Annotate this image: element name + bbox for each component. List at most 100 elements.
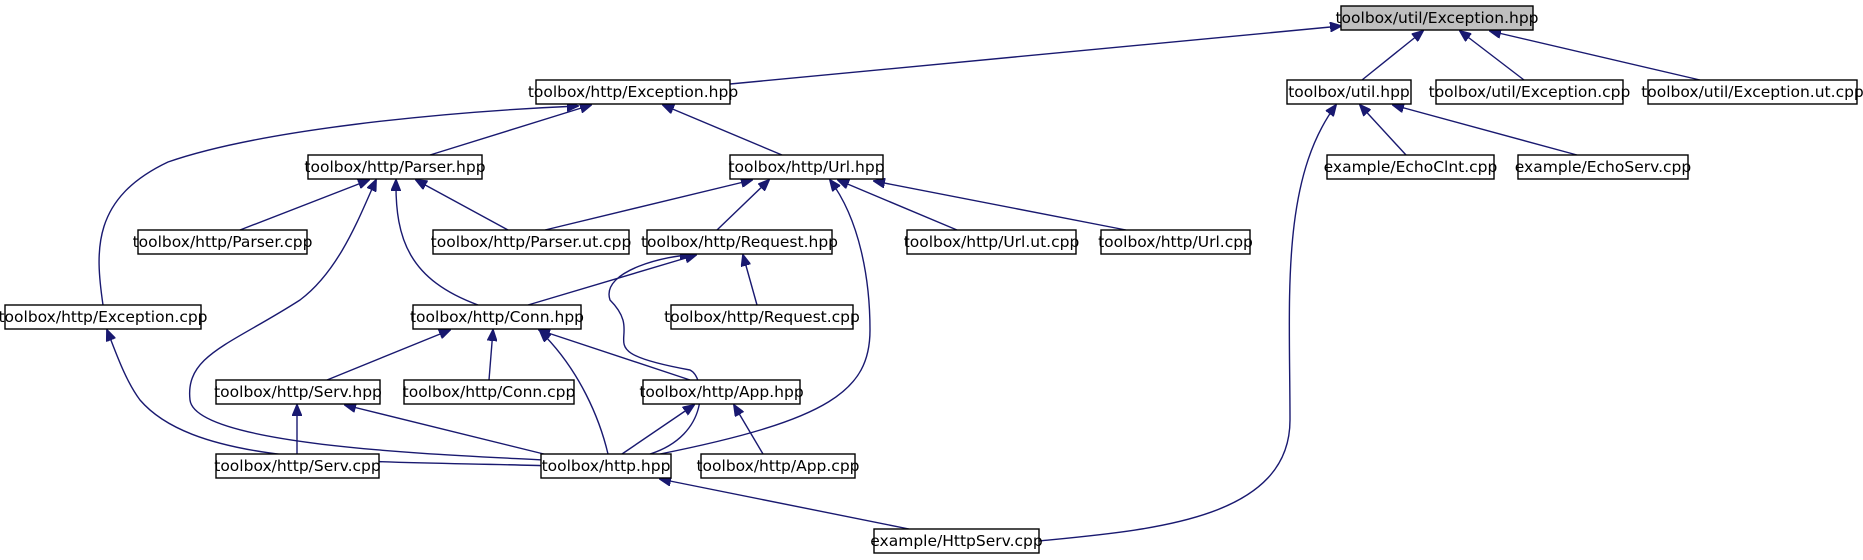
node-label: toolbox/http/Request.hpp — [641, 233, 838, 251]
node-box — [4, 304, 202, 330]
node-serv-hpp[interactable]: toolbox/http/Serv.hpp — [214, 379, 382, 405]
node-util-hpp[interactable]: toolbox/util.hpp — [1286, 79, 1412, 105]
node-http-hpp[interactable]: toolbox/http.hpp — [540, 453, 672, 479]
edge-url_hpp-to-http_exc_hpp — [663, 105, 783, 156]
edge-request_cpp-to-request_hpp — [743, 255, 758, 306]
node-label: toolbox/http/App.hpp — [639, 383, 803, 401]
edge-layer — [98, 26, 1701, 542]
node-http-exc-hpp[interactable]: toolbox/http/Exception.hpp — [528, 79, 738, 105]
node-layer: toolbox/util/Exception.hpp toolbox/http/E… — [0, 5, 1863, 554]
node-url-ut[interactable]: toolbox/http/Url.ut.cpp — [904, 229, 1080, 255]
node-box — [432, 229, 630, 255]
edge-http_exc_hpp-to-util_exc_hpp — [729, 26, 1341, 85]
edge-http_hpp-to-serv_hpp — [345, 405, 561, 459]
edge-util_exc_cpp-to-util_exc_hpp — [1460, 31, 1525, 81]
edge-httpserv-to-http_hpp — [660, 479, 910, 530]
node-label: toolbox/http/Exception.cpp — [0, 308, 208, 326]
node-box — [1647, 79, 1858, 105]
node-label: toolbox/http/Url.hpp — [728, 158, 884, 176]
node-box — [646, 229, 833, 255]
node-box — [540, 453, 672, 479]
edge-serv_hpp-to-conn_hpp — [326, 330, 450, 381]
edge-parser_hpp-to-http_exc_hpp — [429, 105, 591, 156]
node-box — [1326, 154, 1495, 180]
node-label: toolbox/http.hpp — [542, 457, 671, 475]
node-request-cpp[interactable]: toolbox/http/Request.cpp — [664, 304, 860, 330]
node-box — [535, 79, 731, 105]
node-label: toolbox/util/Exception.hpp — [1335, 9, 1538, 27]
node-httpserv[interactable]: example/HttpServ.cpp — [870, 528, 1043, 554]
node-box — [412, 304, 582, 330]
node-box — [307, 154, 483, 180]
node-label: toolbox/util/Exception.cpp — [1429, 83, 1631, 101]
node-url-cpp[interactable]: toolbox/http/Url.cpp — [1098, 229, 1253, 255]
node-label: example/HttpServ.cpp — [870, 532, 1042, 550]
edge-http_hpp-to-http_exc_cpp — [107, 330, 554, 467]
edge-conn_cpp-to-conn_hpp — [489, 330, 493, 381]
node-box — [403, 379, 575, 405]
edge-app_hpp-to-conn_hpp — [539, 330, 691, 381]
node-label: toolbox/http/Url.ut.cpp — [904, 233, 1080, 251]
node-label: toolbox/util.hpp — [1288, 83, 1410, 101]
node-box — [1517, 154, 1689, 180]
node-util-exc-cpp[interactable]: toolbox/util/Exception.cpp — [1429, 79, 1631, 105]
node-label: example/EchoClnt.cpp — [1324, 158, 1498, 176]
node-label: toolbox/http/Exception.hpp — [528, 83, 738, 101]
node-app-cpp[interactable]: toolbox/http/App.cpp — [696, 453, 860, 479]
node-box — [215, 379, 381, 405]
node-app-hpp[interactable]: toolbox/http/App.hpp — [639, 379, 804, 405]
node-box — [873, 528, 1040, 554]
node-box — [1286, 79, 1412, 105]
edge-echoclnt-to-util_hpp — [1360, 105, 1407, 156]
node-box — [1435, 79, 1624, 105]
node-label: toolbox/http/Serv.cpp — [214, 457, 380, 475]
node-box — [1340, 5, 1534, 31]
node-echoclnt[interactable]: example/EchoClnt.cpp — [1324, 154, 1498, 180]
node-box — [1100, 229, 1251, 255]
node-echoserv[interactable]: example/EchoServ.cpp — [1515, 154, 1691, 180]
edge-parser_cpp-to-parser_hpp — [239, 180, 369, 231]
node-box — [137, 229, 308, 255]
node-parser-hpp[interactable]: toolbox/http/Parser.hpp — [304, 154, 486, 180]
node-label: toolbox/http/Conn.cpp — [403, 383, 576, 401]
edge-url_cpp-to-url_hpp — [874, 181, 1127, 231]
node-util-exc-ut[interactable]: toolbox/util/Exception.ut.cpp — [1641, 79, 1863, 105]
node-label: toolbox/http/Serv.hpp — [214, 383, 382, 401]
node-request-hpp[interactable]: toolbox/http/Request.hpp — [641, 229, 838, 255]
node-box — [906, 229, 1077, 255]
node-http-exc-cpp[interactable]: toolbox/http/Exception.cpp — [0, 304, 208, 330]
edge-url_ut-to-url_hpp — [838, 180, 958, 231]
node-conn-hpp[interactable]: toolbox/http/Conn.hpp — [410, 304, 584, 330]
edge-util_exc_ut-to-util_exc_hpp — [1490, 31, 1701, 81]
node-box — [670, 304, 854, 330]
edge-httpserv-to-util_hpp — [1038, 105, 1336, 542]
node-label: toolbox/http/Parser.cpp — [133, 233, 313, 251]
edge-http_hpp-to-url_hpp — [659, 180, 871, 455]
node-label: example/EchoServ.cpp — [1515, 158, 1691, 176]
edge-conn_hpp-to-request_hpp — [527, 255, 696, 306]
node-conn-cpp[interactable]: toolbox/http/Conn.cpp — [403, 379, 576, 405]
node-box — [642, 379, 801, 405]
node-label: toolbox/http/Parser.ut.cpp — [431, 233, 632, 251]
node-util-exc-hpp[interactable]: toolbox/util/Exception.hpp — [1335, 5, 1539, 31]
node-label: toolbox/http/Url.cpp — [1098, 233, 1253, 251]
edge-conn_hpp-to-parser_hpp — [396, 180, 479, 306]
edge-echoserv-to-util_hpp — [1393, 105, 1578, 156]
edge-app_cpp-to-app_hpp — [734, 405, 764, 455]
node-box — [700, 453, 856, 479]
node-box — [729, 154, 884, 180]
node-serv-cpp[interactable]: toolbox/http/Serv.cpp — [214, 453, 381, 479]
edge-http_hpp-to-request_hpp — [608, 255, 701, 455]
node-label: toolbox/util/Exception.ut.cpp — [1641, 83, 1863, 101]
edge-util_hpp-to-util_exc_hpp — [1361, 31, 1423, 81]
node-parser-cpp[interactable]: toolbox/http/Parser.cpp — [133, 229, 313, 255]
node-parser-ut[interactable]: toolbox/http/Parser.ut.cpp — [431, 229, 632, 255]
node-label: toolbox/http/App.cpp — [696, 457, 859, 475]
edge-parser_ut-to-parser_hpp — [416, 180, 509, 231]
edge-request_hpp-to-url_hpp — [716, 180, 769, 231]
node-label: toolbox/http/Request.cpp — [664, 308, 860, 326]
edge-parser_ut-to-url_hpp — [544, 180, 752, 231]
node-url-hpp[interactable]: toolbox/http/Url.hpp — [728, 154, 885, 180]
node-label: toolbox/http/Conn.hpp — [410, 308, 584, 326]
